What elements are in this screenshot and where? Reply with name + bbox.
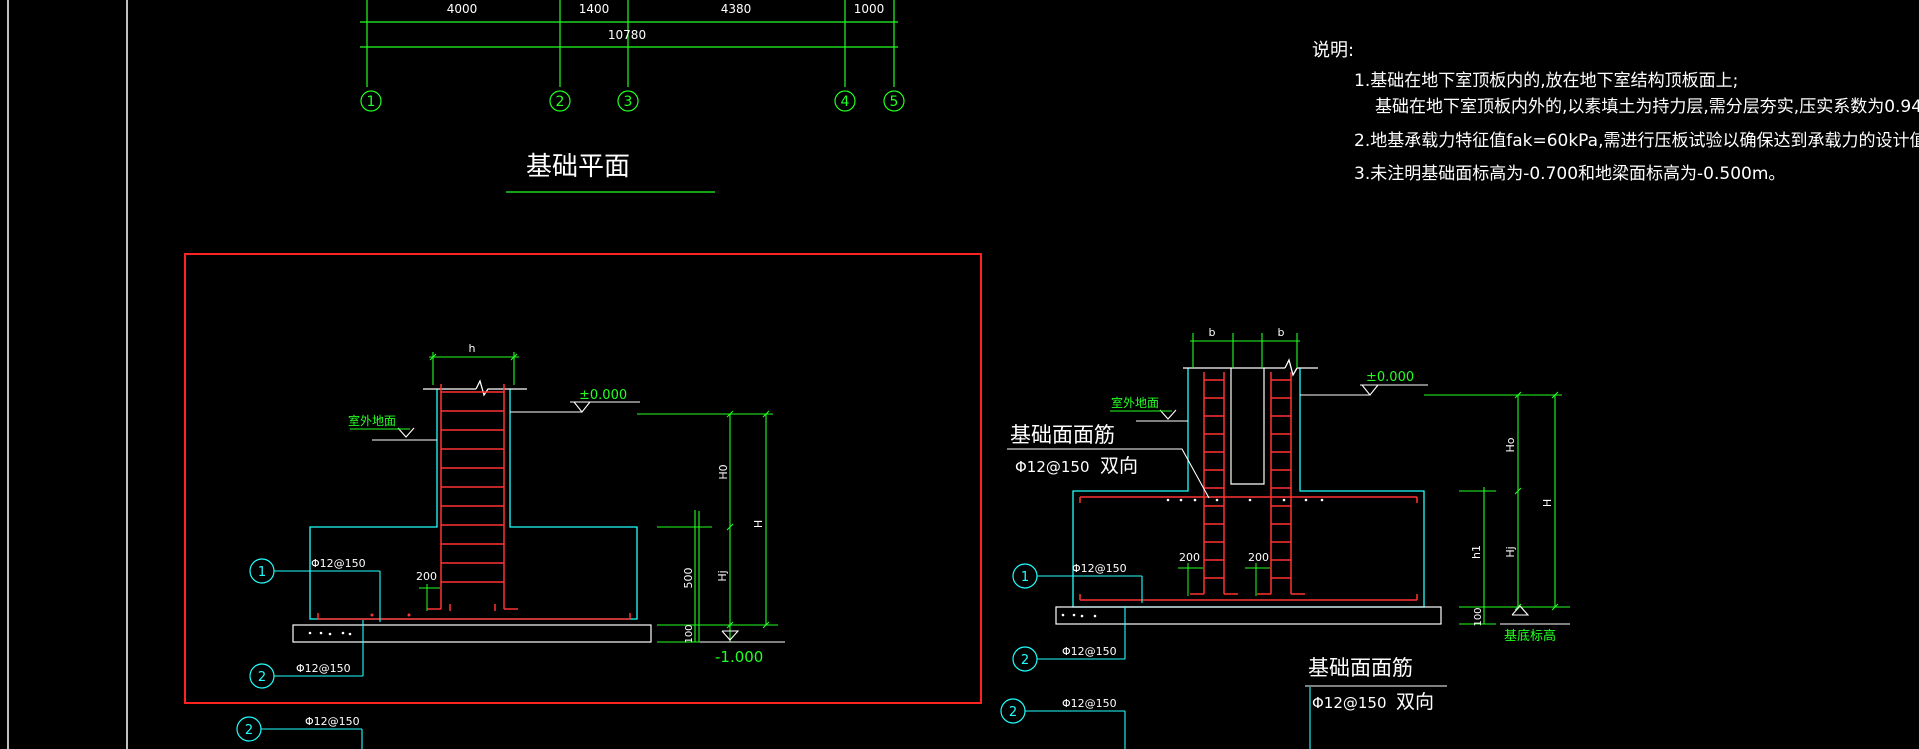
left-outdoor-label: 室外地面	[348, 413, 396, 428]
right-Hj-label: Hj	[1504, 546, 1517, 557]
left-elev-bottom: -1.000	[715, 648, 763, 666]
right-face-bar-spec: Φ12@150	[1015, 458, 1090, 476]
right-face-bar-title: 基础面面筋	[1010, 423, 1115, 447]
right-bar2-no: 2	[1021, 653, 1029, 668]
right-elev-top: ±0.000	[1366, 370, 1414, 385]
left-bar1-no: 1	[258, 565, 266, 580]
plan-dim-total: 10780	[608, 28, 646, 42]
left-bar1-spec: Φ12@150	[311, 557, 366, 570]
notes-line-1b: 基础在地下室顶板内外的,以素填土为持力层,需分层夯实,压实系数为0.94。	[1375, 97, 1919, 117]
left-bar2-spec: Φ12@150	[296, 662, 351, 675]
right-200a-label: 200	[1179, 551, 1200, 564]
notes-line-3: 3.未注明基础面标高为-0.700和地梁面标高为-0.500m。	[1354, 164, 1785, 184]
left-H0-label: H0	[717, 464, 730, 479]
lower-right-face-bar-dir: 双向	[1396, 691, 1434, 713]
notes-line-2: 2.地基承载力特征值fak=60kPa,需进行压板试验以确保达到承载力的设计值。	[1354, 131, 1919, 151]
plan-axis-3: 3	[624, 94, 633, 110]
notes-line-1: 1.基础在地下室顶板内的,放在地下室结构顶板面上;	[1354, 71, 1738, 91]
left-Hj-label: Hj	[716, 570, 729, 581]
plan-dim-3: 4380	[721, 2, 752, 16]
left-200-label: 200	[416, 570, 437, 583]
design-notes: 说明: 1.基础在地下室顶板内的,放在地下室结构顶板面上; 基础在地下室顶板内外…	[1312, 40, 1919, 184]
left-h-label: h	[469, 342, 476, 355]
lower-right-bar-spec: Φ12@150	[1062, 697, 1117, 710]
plan-title: 基础平面	[526, 152, 630, 182]
plan-axis-5: 5	[890, 94, 899, 110]
right-b1-label: b	[1209, 326, 1216, 339]
drawing-frame	[7, 0, 128, 749]
right-base-elev: 基底标高	[1504, 628, 1556, 644]
plan-dim-1: 4000	[447, 2, 478, 16]
right-bar1-spec: Φ12@150	[1072, 562, 1127, 575]
right-foundation-section: b b ±0.000 室外地面 基础面面筋 Φ12@150 双向	[1007, 326, 1570, 672]
lower-right-face-bar-spec: Φ12@150	[1312, 694, 1387, 712]
left-500-label: 500	[682, 568, 695, 589]
right-H-label: H	[1541, 499, 1554, 507]
right-100-label: 100	[1473, 607, 1484, 626]
right-Ho-label: Ho	[1504, 437, 1517, 452]
foundation-plan: 4000 1400 4380 1000 10780 1 2 3 4 5 基础平面	[360, 0, 905, 193]
lower-right-face-bar-title: 基础面面筋	[1308, 656, 1413, 680]
right-200b-label: 200	[1248, 551, 1269, 564]
right-core-outline	[1230, 368, 1265, 485]
lower-left-detail: 2 Φ12@150	[236, 715, 363, 749]
right-cushion	[1055, 606, 1442, 625]
right-bar1-no: 1	[1021, 570, 1029, 585]
plan-axis-2: 2	[556, 94, 565, 110]
plan-dim-4: 1000	[854, 2, 885, 16]
lower-left-bar-spec: Φ12@150	[305, 715, 360, 728]
left-cushion	[292, 624, 652, 643]
right-h1-label: h1	[1470, 545, 1483, 559]
lower-right-detail: 2 Φ12@150 基础面面筋 Φ12@150 双向	[1000, 656, 1447, 749]
plan-axis-4: 4	[841, 94, 850, 110]
left-elev-top: ±0.000	[579, 388, 627, 403]
lower-right-bar-no: 2	[1009, 705, 1017, 720]
right-bar2-spec: Φ12@150	[1062, 645, 1117, 658]
right-face-bar-dir: 双向	[1100, 455, 1138, 477]
left-H-label: H	[752, 520, 765, 528]
lower-left-bar-no: 2	[245, 723, 253, 738]
plan-dim-2: 1400	[579, 2, 610, 16]
selection-box[interactable]	[184, 253, 982, 704]
left-100-label: 100	[684, 624, 695, 643]
left-foundation-section: h ±0.000 室外地面	[249, 342, 785, 689]
right-b2-label: b	[1278, 326, 1285, 339]
right-outdoor-label: 室外地面	[1111, 395, 1159, 410]
notes-heading: 说明:	[1312, 40, 1354, 61]
plan-axis-1: 1	[367, 94, 376, 110]
left-bar2-no: 2	[258, 670, 266, 685]
